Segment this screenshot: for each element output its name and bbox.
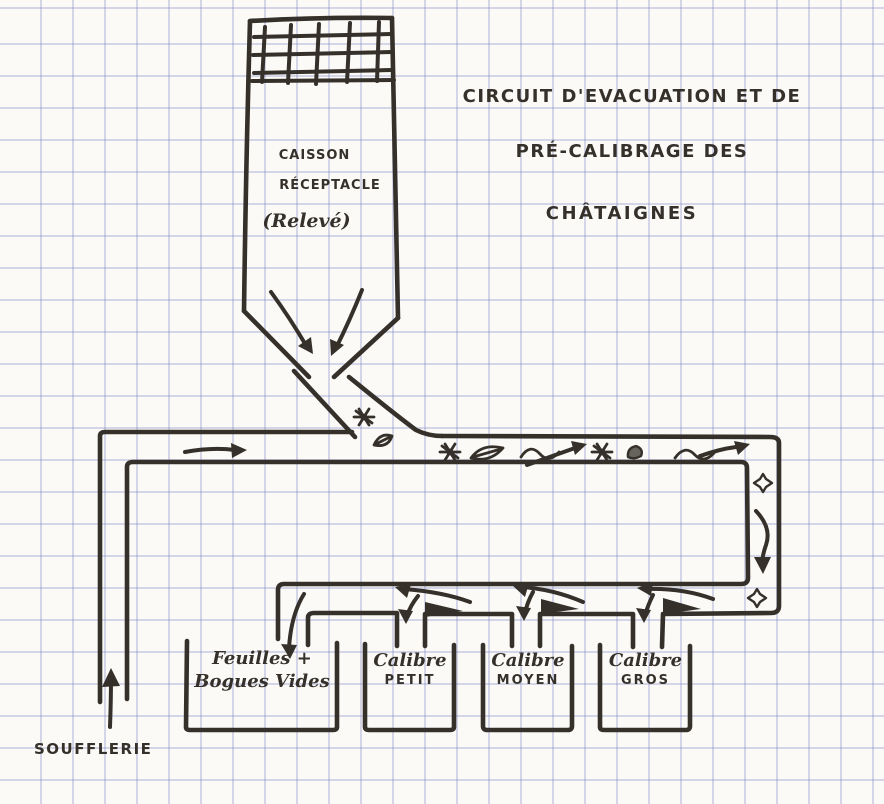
diagram-title-line1: CIRCUIT D'EVACUATION ET DE [462, 86, 802, 107]
bin-label-feuilles: Feuilles + Bogues Vides [189, 648, 335, 693]
bin-label-line2: Bogues Vides [194, 670, 330, 692]
diagram-title-line2: PRÉ-CALIBRAGE DES [515, 141, 749, 162]
feed-chute [291, 368, 445, 440]
chestnut-icon [626, 444, 644, 460]
hopper-feed-arrows [269, 288, 364, 356]
hopper-grate-icon [250, 20, 396, 86]
diagram-title-line3: CHÂTAIGNES [545, 203, 699, 224]
duct-airflow-arrows [183, 441, 771, 574]
deflector-flap [425, 602, 463, 617]
deflector-flap [663, 598, 701, 614]
bin-label-line2: GROS [620, 672, 671, 688]
leaf-icon [372, 433, 394, 447]
chestnut-burr-icon [352, 407, 376, 427]
hopper-label-line3: (Relevé) [262, 210, 351, 232]
blower-airflow-arrow [102, 668, 120, 729]
bin-label-gros: Calibre GROS [601, 650, 690, 689]
duct-outline [97, 429, 782, 705]
sparkle-icon [752, 472, 774, 494]
bin-label-moyen: Calibre MOYEN [484, 650, 572, 689]
hopper-label-line2: RÉCEPTACLE [279, 178, 381, 193]
bin-label-line1: Calibre [608, 650, 683, 671]
bin-gros [597, 642, 693, 733]
bin-outlines [183, 638, 693, 733]
bin-label-line1: Feuilles + [212, 648, 312, 669]
bin-petit [362, 641, 457, 733]
bin-label-petit: Calibre PETIT [366, 650, 454, 689]
bin-label-line2: MOYEN [496, 672, 560, 688]
airflow-wave-icon [673, 441, 750, 461]
material-symbols [352, 407, 774, 609]
bin-feuilles [183, 638, 340, 733]
airflow-wave-icon [519, 441, 587, 467]
sorting-arrows [281, 582, 715, 659]
bin-moyen [480, 642, 575, 733]
chestnut-burr-icon [590, 442, 614, 462]
hopper-label-line1: CAISSON [278, 148, 351, 163]
bin-label-line1: Calibre [373, 650, 447, 671]
blower-label: SOUFFLERIE [34, 740, 153, 758]
sparkle-icon [746, 587, 768, 609]
deflector-flap [541, 599, 579, 614]
hopper-outline [241, 15, 401, 380]
chestnut-burr-icon [438, 442, 462, 462]
bin-label-line1: Calibre [491, 650, 565, 671]
bin-label-line2: PETIT [384, 672, 436, 688]
leaf-icon [469, 445, 505, 461]
